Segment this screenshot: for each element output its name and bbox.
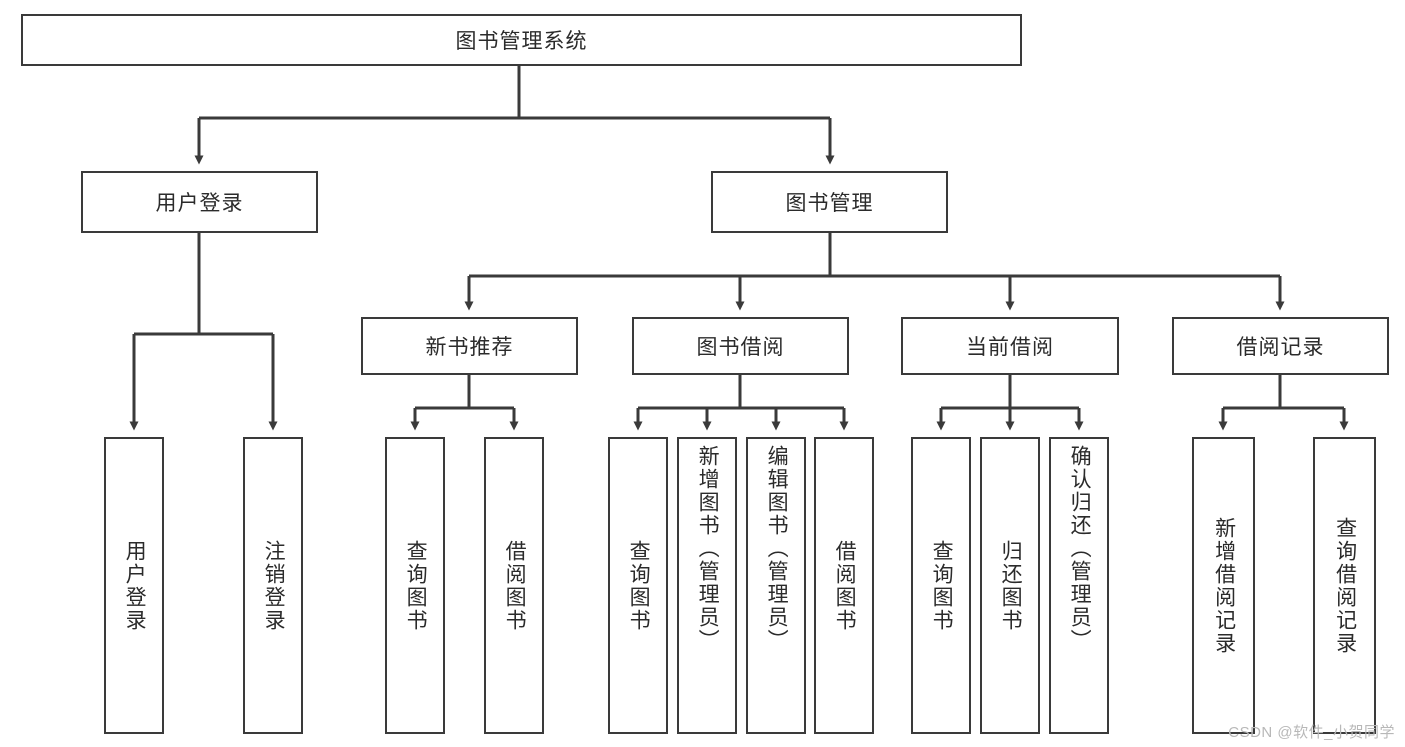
node-leaf-add-borrow-record-label: 新增借阅记录 <box>1212 516 1236 655</box>
node-leaf-query-borrow-record-label: 查询借阅记录 <box>1333 516 1357 655</box>
node-leaf-confirm-return[interactable]: 确认归还（管理员） <box>1049 437 1109 734</box>
node-leaf-query-borrow-record[interactable]: 查询借阅记录 <box>1313 437 1376 734</box>
node-book-manage-label: 图书管理 <box>785 192 874 215</box>
node-book-borrow-label: 图书借阅 <box>696 336 785 359</box>
watermark: CSDN @软件_小贺同学 <box>1228 724 1395 741</box>
node-leaf-query-book-1[interactable]: 查询图书 <box>385 437 445 734</box>
node-current-borrow-label: 当前借阅 <box>966 336 1054 359</box>
node-book-manage[interactable]: 图书管理 <box>711 171 948 233</box>
node-leaf-user-login-label: 用户登录 <box>123 539 147 632</box>
node-leaf-query-book-2-label: 查询图书 <box>627 539 651 632</box>
node-new-book-recommend-label: 新书推荐 <box>425 336 514 359</box>
node-root-label: 图书管理系统 <box>455 30 588 53</box>
node-leaf-return-book-label: 归还图书 <box>999 539 1023 632</box>
node-leaf-borrow-book-2[interactable]: 借阅图书 <box>814 437 874 734</box>
node-leaf-query-book-3[interactable]: 查询图书 <box>911 437 971 734</box>
node-book-borrow[interactable]: 图书借阅 <box>632 317 849 375</box>
node-leaf-edit-book-label: 编辑图书（管理员） <box>765 445 789 652</box>
node-borrow-record-label: 借阅记录 <box>1236 336 1325 359</box>
node-new-book-recommend[interactable]: 新书推荐 <box>361 317 578 375</box>
node-leaf-user-login[interactable]: 用户登录 <box>104 437 164 734</box>
node-leaf-query-book-2[interactable]: 查询图书 <box>608 437 668 734</box>
node-leaf-edit-book[interactable]: 编辑图书（管理员） <box>746 437 806 734</box>
node-leaf-add-book[interactable]: 新增图书（管理员） <box>677 437 737 734</box>
node-leaf-return-book[interactable]: 归还图书 <box>980 437 1040 734</box>
node-leaf-borrow-book-1-label: 借阅图书 <box>503 539 527 632</box>
node-leaf-add-borrow-record[interactable]: 新增借阅记录 <box>1192 437 1255 734</box>
node-user-login[interactable]: 用户登录 <box>81 171 318 233</box>
node-leaf-borrow-book-1[interactable]: 借阅图书 <box>484 437 544 734</box>
node-leaf-logout-login-label: 注销登录 <box>262 539 286 632</box>
node-leaf-add-book-label: 新增图书（管理员） <box>696 445 720 652</box>
node-leaf-query-book-1-label: 查询图书 <box>404 539 428 632</box>
node-user-login-label: 用户登录 <box>155 192 244 215</box>
node-current-borrow[interactable]: 当前借阅 <box>901 317 1119 375</box>
node-borrow-record[interactable]: 借阅记录 <box>1172 317 1389 375</box>
node-leaf-logout-login[interactable]: 注销登录 <box>243 437 303 734</box>
node-root[interactable]: 图书管理系统 <box>21 14 1022 66</box>
node-leaf-confirm-return-label: 确认归还（管理员） <box>1068 445 1092 652</box>
node-leaf-borrow-book-2-label: 借阅图书 <box>833 539 857 632</box>
node-leaf-query-book-3-label: 查询图书 <box>930 539 954 632</box>
